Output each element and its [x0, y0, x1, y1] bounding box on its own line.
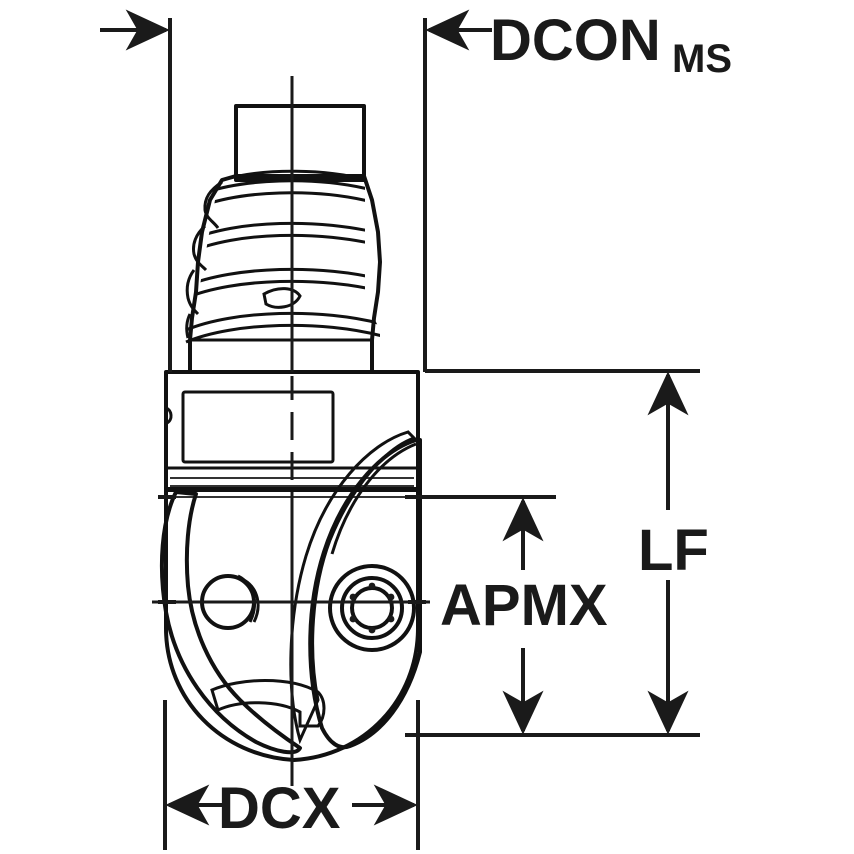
thread-profile-left [185, 180, 223, 339]
dimension-label-apmx: APMX [440, 573, 608, 638]
dimension-label-dcx: DCX [218, 776, 341, 841]
dimension-label-lf: LF [638, 518, 709, 583]
dimension-dcon-ms: DCON MS [100, 8, 732, 372]
body-flat-recess [181, 390, 335, 464]
tool-geometry [159, 104, 422, 762]
chip-gash [289, 430, 417, 745]
nose-insert-seat [210, 679, 326, 728]
dimension-apmx: APMX [405, 495, 608, 737]
dimension-label-dcon-subscript: MS [672, 37, 732, 81]
flange-side-notch [165, 406, 173, 425]
center-lines [152, 76, 430, 786]
shank-coolant-slot [262, 287, 302, 309]
dimension-label-dcon: DCON [490, 8, 661, 73]
torx-insert-screw [328, 564, 416, 652]
round-insert-front [289, 430, 422, 750]
dimension-dcx: DCX [163, 700, 420, 850]
threaded-coromant-shank [185, 104, 382, 374]
center-tick-marks [158, 495, 426, 604]
torx-lobes [349, 582, 395, 634]
dimension-lf: LF [425, 369, 709, 737]
thread-helix-lines [185, 169, 380, 344]
round-insert-back [159, 490, 302, 755]
